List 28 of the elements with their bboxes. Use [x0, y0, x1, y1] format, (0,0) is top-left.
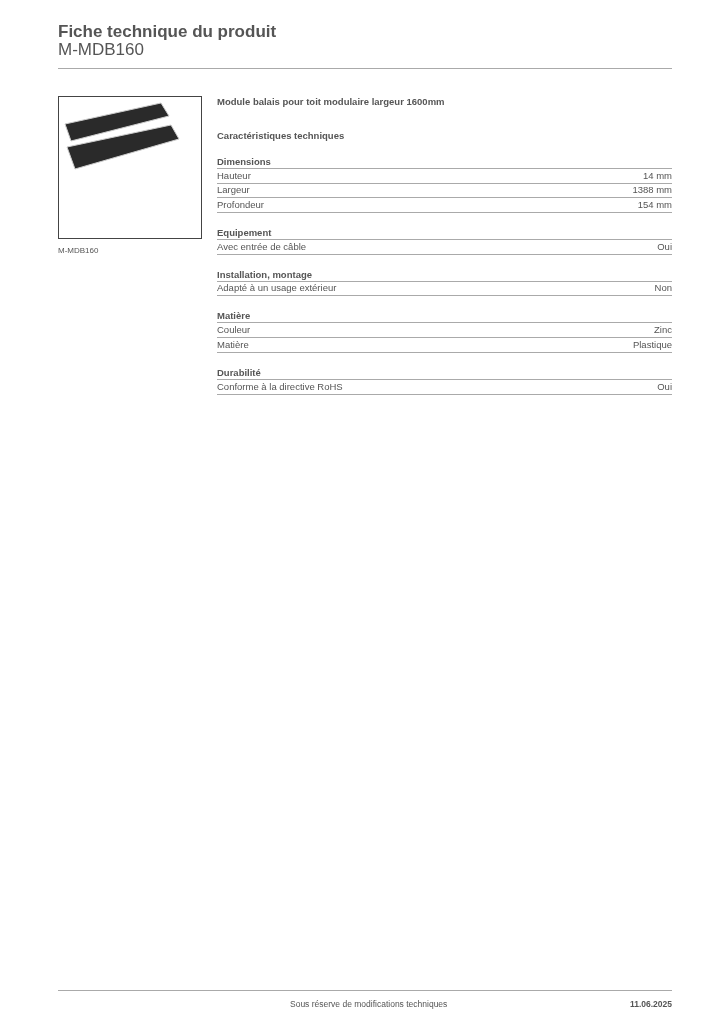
spec-name: Couleur	[217, 323, 251, 338]
spec-value: Plastique	[632, 337, 672, 352]
product-code: M-MDB160	[58, 40, 144, 61]
spec-value: 1388 mm	[632, 183, 672, 198]
group-heading: Durabilité	[217, 365, 672, 380]
spec-name: Profondeur	[217, 198, 264, 213]
spec-name: Avec entrée de câble	[217, 239, 307, 254]
group-heading: Matière	[217, 309, 672, 324]
product-description: Module balais pour toit modulaire largeur 1600mm	[217, 96, 446, 108]
group-heading: Dimensions	[217, 155, 672, 169]
spec-value: Zinc	[654, 323, 672, 338]
section-heading: Caractéristiques techniques	[217, 130, 346, 142]
spec-value: Oui	[657, 379, 672, 394]
group-heading: Equipement	[217, 226, 672, 241]
spec-name: Largeur	[217, 183, 250, 198]
image-caption: M-MDB160	[58, 245, 99, 257]
spec-name: Conforme à la directive RoHS	[217, 379, 343, 394]
footer-note: Sous réserve de modifications techniques	[290, 998, 448, 1011]
spec-name: Hauteur	[217, 168, 251, 183]
spec-value: Oui	[657, 239, 672, 254]
spec-name: Adapté à un usage extérieur	[217, 281, 337, 296]
spec-value: 14 mm	[642, 168, 672, 183]
spec-name: Matière	[217, 337, 249, 352]
footer-date: 11.06.2025	[629, 998, 672, 1011]
page-title: Fiche technique du produit	[58, 21, 277, 43]
spec-value: Non	[654, 281, 672, 296]
spec-value: 154 mm	[637, 198, 672, 213]
group-heading: Installation, montage	[217, 267, 672, 282]
